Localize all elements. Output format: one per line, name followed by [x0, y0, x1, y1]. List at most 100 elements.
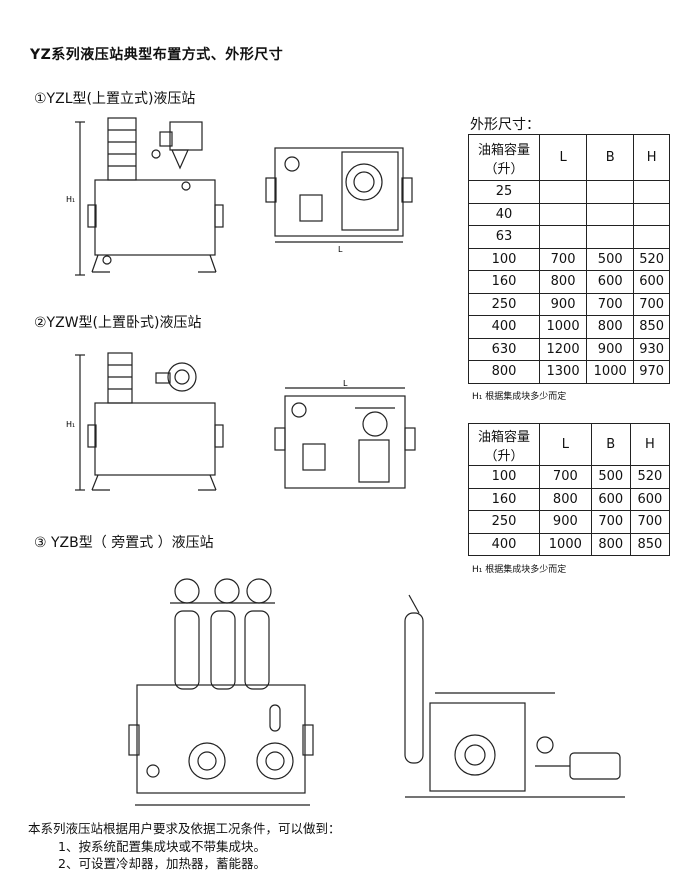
- page-title: YZ系列液压站典型布置方式、外形尺寸: [30, 47, 284, 63]
- header-capacity-line1: 油箱容量: [477, 142, 530, 158]
- capacity-cell: 250: [468, 510, 540, 534]
- b-cell: [586, 180, 635, 204]
- h1-label: H₁: [66, 195, 75, 204]
- h-cell: [633, 225, 670, 249]
- header-capacity-line2: （升）: [484, 448, 524, 464]
- h-cell: 520: [629, 465, 671, 489]
- table2-note: H₁ 根据集成块多少而定: [472, 565, 567, 575]
- b-cell: 700: [586, 292, 635, 316]
- l-cell: [538, 202, 588, 226]
- table-row: 25: [468, 180, 670, 204]
- l-cell: [538, 180, 588, 204]
- l-cell: 900: [538, 292, 588, 316]
- l-cell: 700: [538, 247, 588, 271]
- b-cell: 900: [586, 337, 635, 361]
- section-yzb-title: ③ YZB型（ 旁置式 ）液压站: [34, 535, 214, 551]
- header-b: B: [586, 134, 635, 181]
- l-cell: 1200: [538, 337, 588, 361]
- dimensions-heading: 外形尺寸：: [470, 117, 540, 133]
- yzl-front-view-drawing: H₁: [66, 117, 224, 276]
- b-cell: 500: [590, 465, 631, 489]
- capacity-cell: 100: [468, 465, 540, 489]
- b-cell: [586, 225, 635, 249]
- l-cell: 1300: [538, 360, 588, 384]
- header-capacity-line1: 油箱容量: [477, 429, 530, 445]
- l-cell: 1000: [539, 532, 592, 556]
- table-row: 40: [468, 202, 670, 226]
- section-yzl-title: ①YZL型(上置立式)液压站: [34, 91, 196, 107]
- footer-item-1: 1、按系统配置集成块或不带集成块。: [58, 839, 266, 854]
- b-cell: 600: [590, 487, 631, 511]
- capacity-cell: 800: [468, 360, 540, 384]
- b-cell: 1000: [586, 360, 635, 384]
- h-cell: 970: [633, 360, 670, 384]
- b-cell: 500: [586, 247, 635, 271]
- h1-label: H₁: [66, 420, 75, 429]
- h-cell: 600: [633, 270, 670, 294]
- header-l: L: [538, 134, 588, 181]
- b-cell: 800: [586, 315, 635, 339]
- h-cell: 850: [629, 532, 671, 556]
- h-cell: [633, 202, 670, 226]
- yzb-front-view-drawing: [128, 578, 314, 806]
- section-yzw-title: ②YZW型(上置卧式)液压站: [34, 315, 202, 331]
- capacity-cell: 63: [468, 225, 540, 249]
- h-cell: 850: [633, 315, 670, 339]
- h-cell: 700: [633, 292, 670, 316]
- b-cell: [586, 202, 635, 226]
- h-cell: 600: [629, 487, 671, 511]
- b-cell: 600: [586, 270, 635, 294]
- capacity-cell: 160: [468, 270, 540, 294]
- capacity-cell: 250: [468, 292, 540, 316]
- table1-note: H₁ 根据集成块多少而定: [472, 392, 567, 402]
- header-h: H: [629, 423, 671, 466]
- capacity-cell: 25: [468, 180, 540, 204]
- capacity-cell: 400: [468, 315, 540, 339]
- l-cell: [538, 225, 588, 249]
- yzb-side-view-drawing: [404, 594, 625, 798]
- capacity-cell: 160: [468, 487, 540, 511]
- l-cell: 800: [539, 487, 592, 511]
- l-cell: 1000: [538, 315, 588, 339]
- header-b: B: [590, 423, 631, 466]
- l-cell: 800: [538, 270, 588, 294]
- b-cell: 700: [590, 510, 631, 534]
- table-row: 63: [468, 225, 670, 249]
- capacity-cell: 630: [468, 337, 540, 361]
- yzw-top-view-drawing: L: [274, 379, 416, 489]
- capacity-cell: 40: [468, 202, 540, 226]
- h-cell: 520: [633, 247, 670, 271]
- header-h: H: [633, 134, 670, 181]
- yzl-top-view-drawing: L: [265, 147, 413, 254]
- footer-item-2: 2、可设置冷却器，加热器，蓄能器。: [58, 856, 266, 871]
- b-cell: 800: [590, 532, 631, 556]
- h-cell: [633, 180, 670, 204]
- yzw-front-view-drawing: H₁: [66, 352, 224, 491]
- h-cell: 700: [629, 510, 671, 534]
- footer-intro: 本系列液压站根据用户要求及依据工况条件，可以做到：: [28, 821, 341, 836]
- table-header-row: 油箱容量 （升） L B H: [468, 134, 670, 181]
- header-capacity: 油箱容量 （升）: [468, 134, 540, 181]
- l-label: L: [343, 379, 348, 388]
- header-capacity-line2: （升）: [484, 161, 524, 177]
- l-cell: 700: [539, 465, 592, 489]
- l-label: L: [338, 245, 343, 254]
- table-header-row: 油箱容量 （升） L B H: [468, 423, 671, 466]
- h-cell: 930: [633, 337, 670, 361]
- header-capacity: 油箱容量 （升）: [468, 423, 540, 466]
- capacity-cell: 400: [468, 532, 540, 556]
- capacity-cell: 100: [468, 247, 540, 271]
- header-l: L: [539, 423, 592, 466]
